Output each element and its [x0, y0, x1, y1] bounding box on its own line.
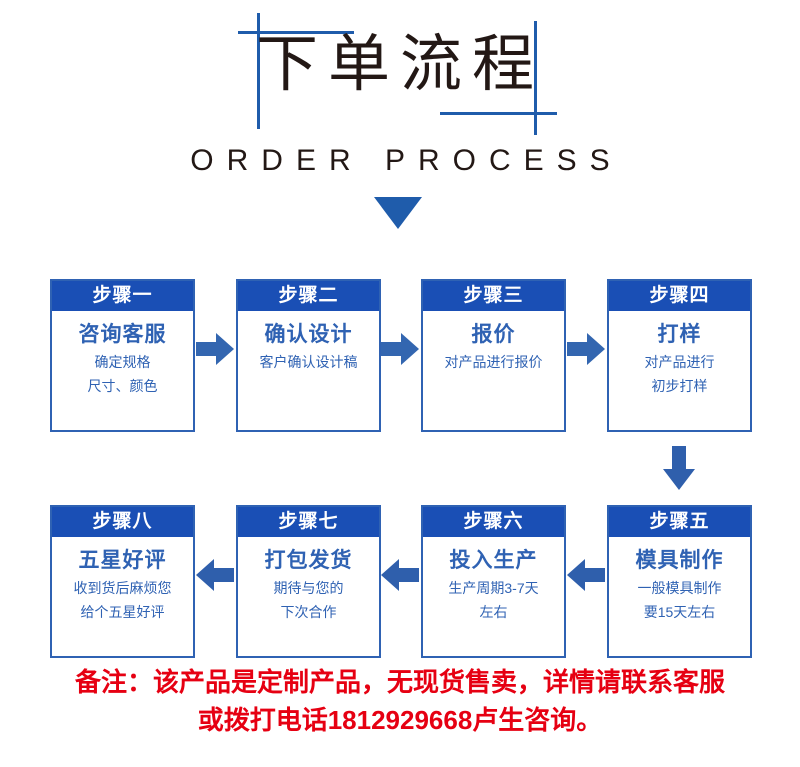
- step-6-desc-line-1: 生产周期3-7天: [448, 580, 539, 596]
- step-box-2[interactable]: 步骤二 确认设计 客户确认设计稿: [236, 279, 381, 432]
- step-1-desc-line-2: 尺寸、颜色: [87, 378, 158, 394]
- step-6-head: 步骤六: [423, 507, 564, 537]
- step-2-title: 确认设计: [264, 323, 353, 346]
- step-1-desc-line-1: 确定规格: [94, 354, 151, 370]
- arrow-step4-to-step5: [660, 446, 698, 490]
- step-7-desc-line-2: 下次合作: [280, 604, 337, 620]
- step-1-title: 咨询客服: [78, 323, 167, 346]
- step-8-body: 五星好评 收到货后麻烦您 给个五星好评: [52, 537, 193, 656]
- step-5-desc-line-2: 要15天左右: [643, 604, 716, 620]
- step-box-7[interactable]: 步骤七 打包发货 期待与您的 下次合作: [236, 505, 381, 658]
- decor-line-top-left-horizontal: [238, 31, 354, 34]
- arrow-step2-to-step3: [381, 330, 419, 368]
- step-4-head: 步骤四: [609, 281, 750, 311]
- arrow-step1-to-step2: [196, 330, 234, 368]
- step-1-head: 步骤一: [52, 281, 193, 311]
- step-6-desc-line-2: 左右: [479, 604, 508, 620]
- step-box-3[interactable]: 步骤三 报价 对产品进行报价: [421, 279, 566, 432]
- step-6-title: 投入生产: [449, 549, 538, 572]
- arrow-step5-to-step6: [567, 556, 605, 594]
- step-5-head: 步骤五: [609, 507, 750, 537]
- step-box-5[interactable]: 步骤五 模具制作 一般模具制作 要15天左右: [607, 505, 752, 658]
- step-4-desc-line-1: 对产品进行: [644, 354, 715, 370]
- decor-line-top-left-vertical: [257, 13, 260, 129]
- step-3-title: 报价: [471, 323, 516, 346]
- step-3-body: 报价 对产品进行报价: [423, 311, 564, 430]
- step-8-title: 五星好评: [78, 549, 167, 572]
- step-3-head: 步骤三: [423, 281, 564, 311]
- step-8-desc-line-2: 给个五星好评: [80, 604, 165, 620]
- step-7-desc-line-1: 期待与您的: [273, 580, 344, 596]
- step-6-body: 投入生产 生产周期3-7天 左右: [423, 537, 564, 656]
- step-3-desc-line-1: 对产品进行报价: [444, 354, 543, 370]
- step-8-desc-line-1: 收到货后麻烦您: [73, 580, 172, 596]
- decor-line-bottom-right-horizontal: [440, 112, 557, 115]
- decor-line-bottom-right-vertical: [534, 21, 537, 135]
- step-7-title: 打包发货: [264, 549, 353, 572]
- step-box-4[interactable]: 步骤四 打样 对产品进行 初步打样: [607, 279, 752, 432]
- arrow-step3-to-step4: [567, 330, 605, 368]
- step-7-body: 打包发货 期待与您的 下次合作: [238, 537, 379, 656]
- step-7-head: 步骤七: [238, 507, 379, 537]
- step-2-head: 步骤二: [238, 281, 379, 311]
- step-4-body: 打样 对产品进行 初步打样: [609, 311, 750, 430]
- step-2-desc-line-1: 客户确认设计稿: [259, 354, 358, 370]
- footer-note-line-1: 备注：该产品是定制产品，无现货售卖，详情请联系客服: [74, 667, 725, 697]
- step-5-title: 模具制作: [635, 549, 724, 572]
- footer-note: 备注：该产品是定制产品，无现货售卖，详情请联系客服 或拨打电话181292966…: [0, 663, 800, 739]
- step-box-8[interactable]: 步骤八 五星好评 收到货后麻烦您 给个五星好评: [50, 505, 195, 658]
- page-title-en: ORDER PROCESS: [190, 144, 623, 177]
- arrow-step7-to-step8: [196, 556, 234, 594]
- step-1-body: 咨询客服 确定规格 尺寸、颜色: [52, 311, 193, 430]
- footer-note-line-2: 或拨打电话1812929668卢生咨询。: [197, 705, 603, 735]
- step-5-body: 模具制作 一般模具制作 要15天左右: [609, 537, 750, 656]
- step-4-title: 打样: [657, 323, 702, 346]
- down-triangle-icon: [374, 197, 422, 229]
- step-8-head: 步骤八: [52, 507, 193, 537]
- step-box-6[interactable]: 步骤六 投入生产 生产周期3-7天 左右: [421, 505, 566, 658]
- step-box-1[interactable]: 步骤一 咨询客服 确定规格 尺寸、颜色: [50, 279, 195, 432]
- page-title-cn: 下单流程: [255, 31, 544, 99]
- arrow-step6-to-step7: [381, 556, 419, 594]
- step-4-desc-line-2: 初步打样: [651, 378, 708, 394]
- step-2-body: 确认设计 客户确认设计稿: [238, 311, 379, 430]
- step-5-desc-line-1: 一般模具制作: [637, 580, 722, 596]
